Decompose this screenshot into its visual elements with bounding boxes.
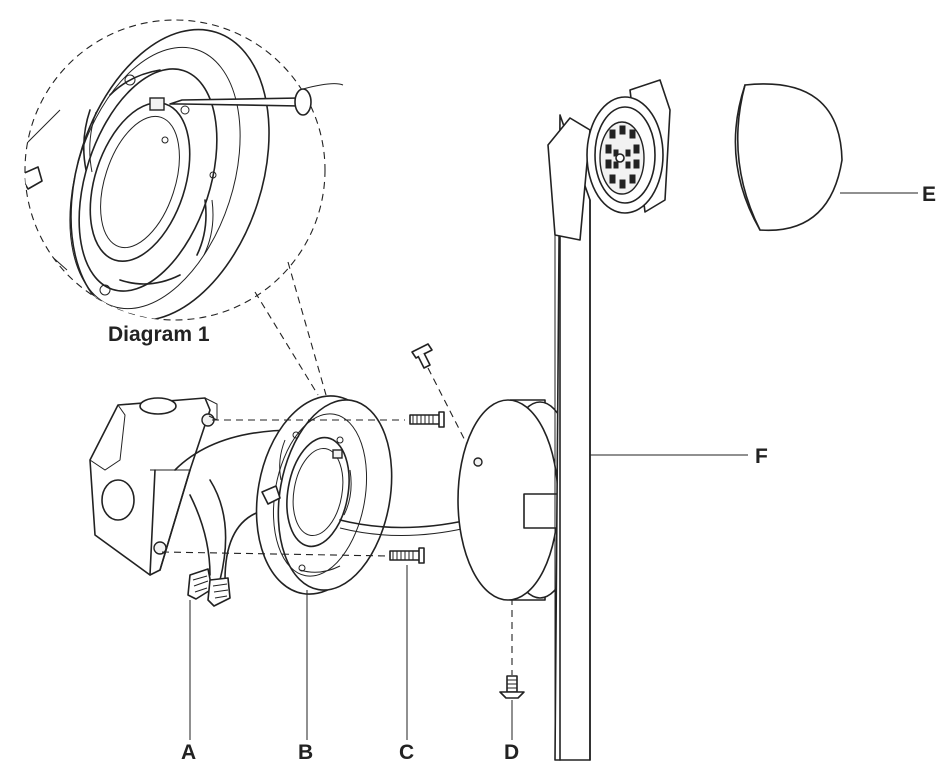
label-a: A: [181, 741, 196, 764]
label-e: E: [922, 183, 936, 206]
mounting-screw-top: [409, 411, 445, 428]
assembly-line-bottom: [161, 551, 389, 557]
inset-dashed-circle: [24, 19, 326, 321]
screwdriver: [169, 83, 344, 116]
lamp-head: [547, 79, 671, 241]
inset-mounting-plate-closeup: [25, 28, 270, 320]
wire-1: [174, 429, 296, 471]
wire-3: [209, 479, 227, 581]
inset-caption: Diagram 1: [108, 323, 210, 346]
inset-leader-right: [287, 261, 327, 396]
junction-box: [89, 397, 218, 576]
inset-diagram-1: Diagram 1: [24, 19, 344, 346]
knockout-side: [101, 479, 135, 521]
label-b: B: [298, 741, 313, 764]
wire-nuts: [187, 568, 231, 607]
wire-to-fixture: [339, 519, 469, 529]
bottom-screw: [499, 675, 525, 699]
label-f: F: [755, 445, 768, 468]
mounting-screw-bottom: [389, 547, 425, 564]
label-d: D: [504, 741, 519, 764]
mounting-plate: [255, 395, 393, 595]
set-screw-top: [411, 343, 433, 369]
wire-2: [189, 494, 211, 576]
knockout-top: [139, 397, 177, 415]
box-screw-hole-bottom: [153, 541, 167, 555]
dome-lens: [734, 83, 843, 232]
led-chips: [605, 125, 640, 189]
inset-leader-left: [254, 291, 319, 396]
label-c: C: [399, 741, 414, 764]
